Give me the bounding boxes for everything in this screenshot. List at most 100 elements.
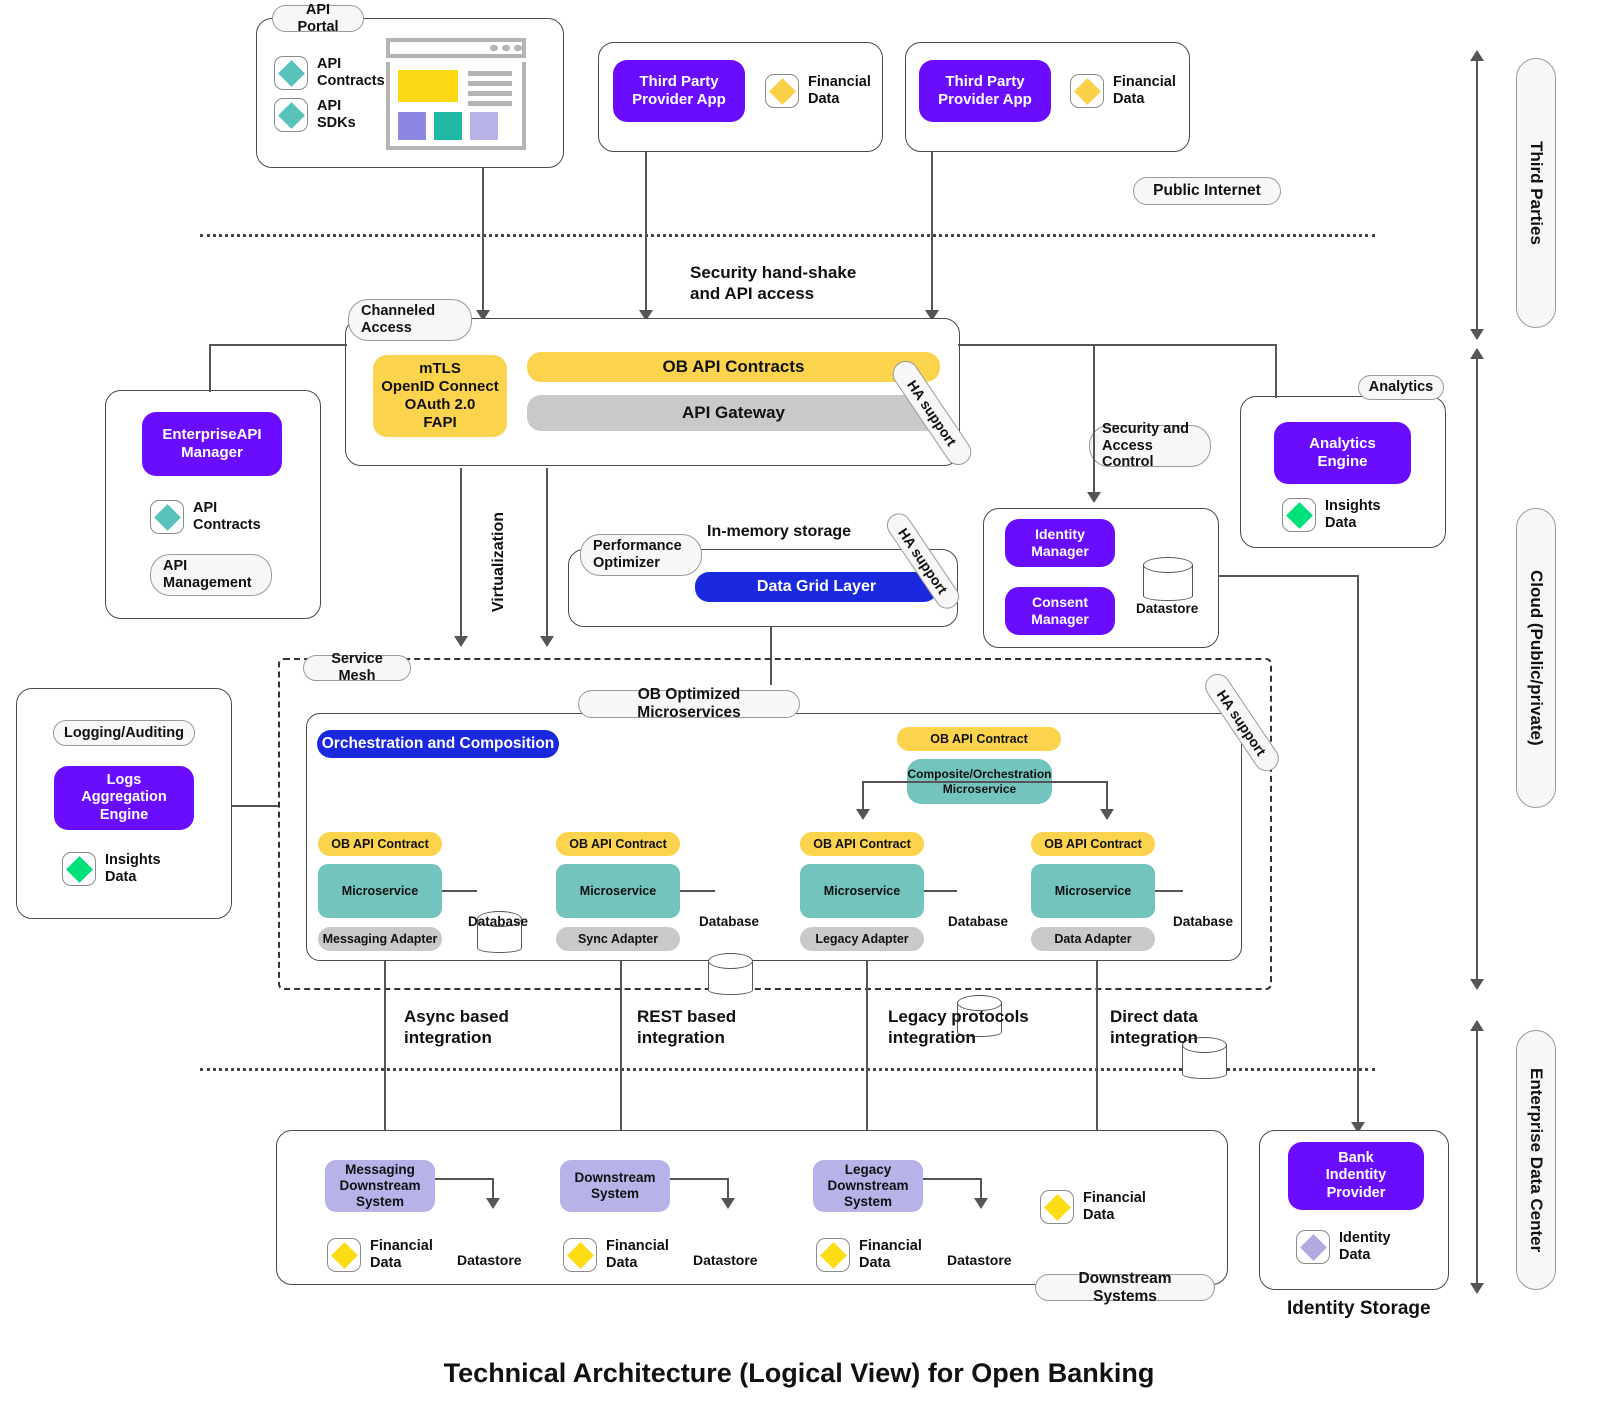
ms-database-icon-3 <box>957 995 1002 1037</box>
downstream-big-datastore-financial-data: Financial Data <box>1040 1190 1146 1224</box>
diamond-lavender-icon <box>1296 1230 1330 1264</box>
downstream-db-link-3-h <box>923 1178 981 1181</box>
api-contracts-label: API Contracts <box>193 500 261 533</box>
diamond-gold-icon <box>1070 74 1104 108</box>
financial-data-label: Financial Data <box>1083 1190 1146 1223</box>
analytics-label: Analytics <box>1358 375 1444 400</box>
ms-contract-2: OB API Contract <box>556 832 680 856</box>
composite-ob-api-contract: OB API Contract <box>897 727 1061 751</box>
api-management-pill: API Management <box>150 554 272 596</box>
integration-label-3: Legacy protocols integration <box>888 1007 1029 1048</box>
ms-contract-1: OB API Contract <box>318 832 442 856</box>
identity-storage-caption: Identity Storage <box>1287 1298 1431 1319</box>
diamond-yellow-icon <box>327 1238 361 1272</box>
connector-integration-1 <box>384 961 387 1153</box>
integration-label-4: Direct data integration <box>1110 1007 1198 1048</box>
connector-gateway-to-security <box>1093 344 1096 494</box>
connector-portal-to-gateway <box>482 168 485 313</box>
diamond-green-icon <box>62 852 96 886</box>
downstream-db-link-2-v <box>727 1178 730 1200</box>
arrow-virtualization-1 <box>454 636 468 647</box>
security-datastore-icon <box>1143 557 1193 601</box>
ms-database-label-4: Database <box>1173 914 1234 929</box>
connector-integration-4 <box>1096 961 1099 1153</box>
service-mesh-container <box>278 658 1272 990</box>
downstream-system-2: Downstream System <box>560 1160 670 1212</box>
ms-db-link-3 <box>924 890 957 893</box>
ms-database-icon-2 <box>708 953 753 995</box>
connector-app2-to-gateway <box>931 152 934 313</box>
downstream-datastore-label-1: Datastore <box>457 1252 522 1268</box>
third-party-financial-data-1: Financial Data <box>765 74 871 108</box>
performance-optimizer-label: Performance Optimizer <box>580 534 702 576</box>
zone-label-enterprise-data-center: Enterprise Data Center <box>1516 1030 1556 1290</box>
ms-service-3: Microservice <box>800 864 924 918</box>
downstream-db-link-1-v <box>492 1178 495 1200</box>
insights-data-label: Insights Data <box>1325 498 1381 531</box>
diamond-yellow-icon <box>816 1238 850 1272</box>
downstream-datastore-label-3: Datastore <box>947 1252 1012 1268</box>
consent-manager-box: Consent Manager <box>1005 587 1115 635</box>
downstream-financial-data-3: Financial Data <box>816 1238 922 1272</box>
zone-label-cloud: Cloud (Public/private) <box>1516 508 1556 808</box>
ms-adapter-1: Messaging Adapter <box>318 927 442 951</box>
ms-database-icon-1 <box>477 911 522 953</box>
downstream-db-arrow-2 <box>721 1198 735 1209</box>
ms-contract-4: OB API Contract <box>1031 832 1155 856</box>
financial-data-label: Financial Data <box>859 1238 922 1271</box>
api-portal-item-label: API SDKs <box>317 98 356 131</box>
virtualization-label: Virtualization <box>490 512 507 613</box>
diamond-yellow-icon <box>1040 1190 1074 1224</box>
ob-optimized-microservices-label: OB Optimized Microservices <box>578 686 800 721</box>
insights-data-label: Insights Data <box>105 852 161 885</box>
connector-analytics-to-gateway <box>958 344 1276 347</box>
integration-label-1: Async based integration <box>404 1007 509 1048</box>
third-party-financial-data-2: Financial Data <box>1070 74 1176 108</box>
financial-data-label: Financial Data <box>808 74 871 107</box>
arrow-app2-to-gateway <box>925 310 939 321</box>
third-party-provider-app-1: Third Party Provider App <box>613 60 745 122</box>
connector-analytics-up <box>1275 344 1278 398</box>
logs-aggregation-engine-box: Logs Aggregation Engine <box>54 766 194 830</box>
arrow-virtualization-2 <box>540 636 554 647</box>
composite-branch-h <box>862 781 1108 784</box>
connector-virtualization-1 <box>460 468 463 638</box>
analytics-insights-item: Insights Data <box>1282 498 1381 532</box>
portal-mockup-icon <box>386 38 526 150</box>
downstream-db-arrow-1 <box>486 1198 500 1209</box>
composite-branch-right-v <box>1106 781 1109 811</box>
bank-identity-provider-box: Bank Indentity Provider <box>1288 1142 1424 1210</box>
downstream-financial-data-1: Financial Data <box>327 1238 433 1272</box>
ms-database-icon-4 <box>1182 1037 1227 1079</box>
channeled-access-label: Channeled Access <box>348 299 472 341</box>
identity-data-label: Identity Data <box>1339 1230 1391 1263</box>
composite-branch-left-arrow <box>856 809 870 820</box>
security-datastore-label: Datastore <box>1136 601 1199 616</box>
api-portal-item-sdks: API SDKs <box>274 98 356 132</box>
downstream-financial-data-2: Financial Data <box>563 1238 669 1272</box>
connector-analytics-tail-v <box>1357 575 1360 1125</box>
ms-service-4: Microservice <box>1031 864 1155 918</box>
divider-cloud-edc <box>200 1068 1375 1071</box>
arrow-to-identity-storage <box>1351 1122 1365 1133</box>
arrow-app1-to-gateway <box>639 310 653 321</box>
ms-adapter-3: Legacy Adapter <box>800 927 924 951</box>
security-protocol-stack: mTLS OpenID Connect OAuth 2.0 FAPI <box>373 355 507 437</box>
connector-datagrid-to-mesh <box>770 627 773 685</box>
security-access-control-label: Security and Access Control <box>1089 421 1211 470</box>
in-memory-storage-label: In-memory storage <box>707 523 852 540</box>
connector-integration-3 <box>866 961 869 1153</box>
downstream-system-3: Legacy Downstream System <box>813 1160 923 1212</box>
zone-arrow-edc <box>1470 1020 1484 1294</box>
diamond-green-icon <box>1282 498 1316 532</box>
integration-label-2: REST based integration <box>637 1007 737 1048</box>
public-internet-label: Public Internet <box>1133 177 1281 205</box>
ms-service-2: Microservice <box>556 864 680 918</box>
enterprise-api-contracts-item: API Contracts <box>150 500 261 534</box>
service-mesh-label: Service Mesh <box>303 651 411 684</box>
api-portal-item-label: API Contracts <box>317 56 385 89</box>
logging-auditing-label: Logging/Auditing <box>53 720 195 746</box>
financial-data-label: Financial Data <box>606 1238 669 1271</box>
downstream-system-1: Messaging Downstream System <box>325 1160 435 1212</box>
